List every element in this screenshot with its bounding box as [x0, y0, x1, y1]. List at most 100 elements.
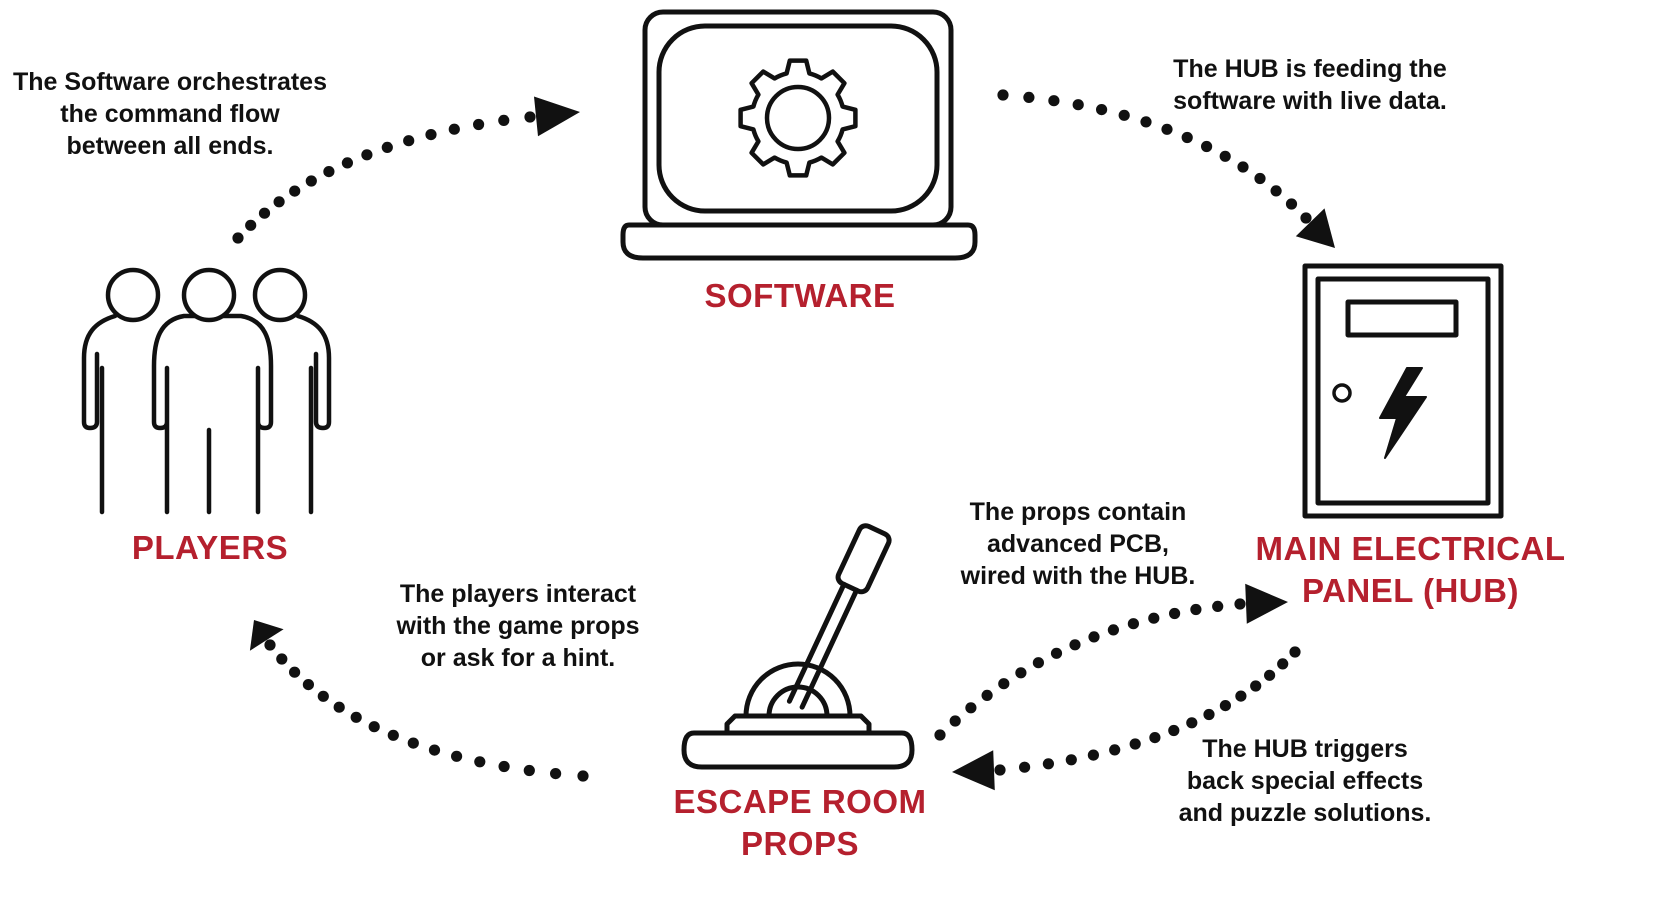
description-line: with the game props: [396, 612, 640, 640]
arrow-dot: [1300, 212, 1312, 224]
arrow-dot: [498, 760, 510, 773]
software-label: SOFTWARE: [670, 275, 930, 317]
arrow-dot: [1181, 131, 1193, 144]
arrow-dot: [1048, 95, 1060, 107]
lightning-bolt-icon: [1379, 367, 1427, 459]
description-line: advanced PCB,: [986, 530, 1169, 558]
arrow-dot: [1270, 185, 1282, 197]
arrow-dot: [1254, 172, 1266, 185]
arrow-dot: [1186, 717, 1198, 729]
arrow-dot: [524, 111, 536, 123]
description-line: The props contain: [969, 498, 1187, 526]
players-label-text: PLAYERS: [131, 529, 289, 566]
props-to-hub-description: The props contain advanced PCB, wired wi…: [928, 496, 1228, 592]
props-label-line-2: PROPS: [740, 825, 860, 862]
software-label-text: SOFTWARE: [704, 277, 896, 314]
arrow-dot: [997, 89, 1009, 101]
arrow-dot: [1023, 91, 1035, 103]
players-label: PLAYERS: [90, 527, 330, 569]
description-line: back special effects: [1186, 767, 1424, 795]
arrow-dot: [1109, 744, 1121, 756]
arrow-dot: [1250, 680, 1262, 692]
arrow-dot: [305, 175, 317, 187]
arrow-dot: [1129, 738, 1141, 750]
software-to-hub-description: The HUB is feeding the software with liv…: [1135, 53, 1485, 117]
arrow-dot: [1219, 700, 1231, 712]
arrow-dot: [276, 653, 288, 665]
arrow-dot: [1149, 732, 1161, 744]
arrow-dot: [1219, 150, 1231, 162]
arrow-dot: [341, 157, 353, 169]
description-line: between all ends.: [66, 132, 274, 160]
arrow-dot: [1032, 657, 1044, 669]
arrow-dot: [1050, 647, 1063, 659]
hub-label: MAIN ELECTRICAL PANEL (HUB): [1248, 528, 1573, 612]
description-line: software with live data.: [1173, 87, 1447, 115]
arrowhead-icon: [952, 750, 995, 791]
arrow-dot: [403, 135, 415, 147]
arrow-dot: [1065, 754, 1077, 766]
arrowhead-icon: [1245, 583, 1288, 624]
arrow-dot: [498, 114, 510, 126]
description-line: the command flow: [60, 100, 280, 128]
arrow-dot: [1140, 116, 1152, 128]
arrow-dot: [387, 729, 399, 741]
arrow-dot: [1148, 612, 1160, 624]
laptop-gear-icon: [620, 9, 978, 261]
arrow-dot: [1127, 618, 1139, 630]
lever-icon: [681, 523, 915, 770]
props-label-line-1: ESCAPE ROOM: [673, 783, 927, 820]
arrow-dot: [1088, 631, 1100, 643]
arrowhead-icon: [1295, 208, 1335, 248]
gear-icon: [738, 58, 858, 178]
arrow-dot: [289, 185, 301, 197]
arrow-dot: [523, 764, 535, 777]
person-left: [81, 267, 161, 515]
people-group-icon: [81, 267, 332, 515]
arrow-dot: [1203, 708, 1215, 721]
arrow-props-to-hub: [934, 583, 1288, 741]
arrow-dot: [1161, 123, 1173, 135]
arrow-dot: [264, 639, 276, 651]
arrow-dot: [1289, 646, 1301, 658]
arrow-dot: [1190, 603, 1202, 616]
arrow-dot: [473, 118, 485, 131]
arrow-dot: [1107, 624, 1119, 636]
arrow-props-to-players: [249, 620, 589, 782]
arrow-dot: [1069, 639, 1081, 651]
description-line: The players interact: [399, 580, 637, 608]
arrowhead-icon: [534, 96, 580, 137]
arrow-dot: [994, 764, 1006, 776]
description-line: The HUB triggers: [1202, 735, 1408, 763]
hub-label-line-2: PANEL (HUB): [1302, 572, 1519, 609]
electrical-panel-icon: [1302, 263, 1504, 519]
arrow-dot: [425, 129, 437, 141]
arrow-dot: [1237, 161, 1249, 173]
hub-label-line-1: MAIN ELECTRICAL: [1255, 530, 1566, 567]
arrow-dot: [448, 123, 460, 135]
arrow-dot: [1234, 598, 1246, 610]
arrow-dot: [381, 141, 393, 153]
arrow-dot: [1019, 761, 1031, 773]
props-to-players-description: The players interact with the game props…: [368, 578, 668, 674]
arrow-dot: [474, 756, 486, 768]
arrow-dot: [232, 232, 244, 244]
arrow-dot: [368, 721, 380, 733]
arrow-dot: [273, 196, 285, 208]
arrow-dot: [550, 768, 562, 780]
arrow-dot: [1168, 724, 1180, 737]
players-to-software-description: The Software orchestrates the command fl…: [0, 66, 350, 162]
arrow-dot: [289, 666, 301, 678]
hub-to-props-description: The HUB triggers back special effects an…: [1140, 733, 1470, 829]
arrow-dot: [934, 729, 946, 741]
arrow-dot: [317, 690, 329, 702]
description-line: or ask for a hint.: [420, 644, 616, 672]
props-label: ESCAPE ROOM PROPS: [640, 781, 960, 865]
arrow-dot: [350, 711, 362, 723]
arrow-dot: [451, 750, 463, 762]
arrow-dot: [407, 737, 419, 749]
person-center: [151, 267, 274, 515]
arrow-dot: [302, 679, 314, 691]
description-line: The HUB is feeding the: [1173, 55, 1447, 83]
